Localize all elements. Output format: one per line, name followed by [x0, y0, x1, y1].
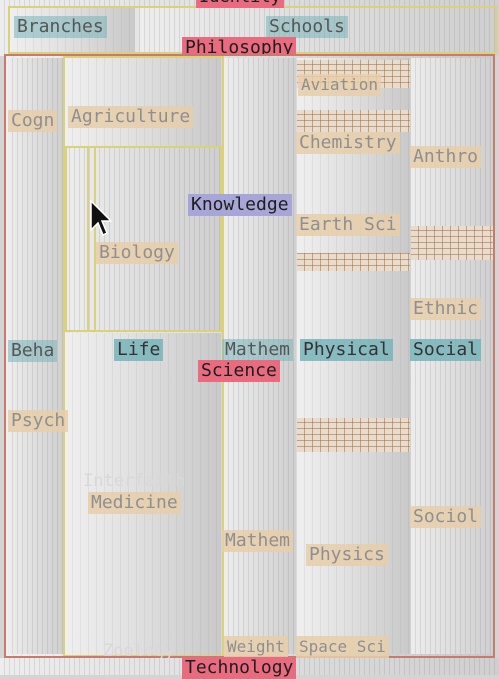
sociology-label[interactable]: Sociol	[410, 506, 482, 528]
philosophy-label[interactable]: Philosophy	[182, 37, 297, 59]
space-brick	[297, 418, 410, 452]
mathematics-label-bottom[interactable]: Mathem	[222, 530, 294, 552]
weights-label[interactable]: Weight	[224, 636, 288, 658]
anthropology-label[interactable]: Anthro	[410, 146, 482, 168]
biology-label[interactable]: Biology	[96, 242, 178, 264]
chemistry-label[interactable]: Chemistry	[296, 132, 400, 154]
space-science-label[interactable]: Space Sci	[296, 636, 389, 658]
medicine-label[interactable]: Medicine	[88, 492, 181, 514]
cognitive-label[interactable]: Cogn	[8, 110, 58, 132]
zoology-label[interactable]: Zoology	[103, 641, 175, 661]
mouse-cursor-icon	[90, 199, 114, 240]
agriculture-block[interactable]	[65, 58, 221, 146]
ethnic-label[interactable]: Ethnic	[410, 298, 482, 320]
agriculture-label[interactable]: Agriculture	[68, 106, 194, 128]
aviation-label[interactable]: Aviation	[298, 74, 382, 96]
behavioral-label[interactable]: Beha	[8, 340, 58, 362]
earth-science-label[interactable]: Earth Sci	[296, 214, 400, 236]
biology-block[interactable]	[65, 147, 221, 331]
physics-label[interactable]: Physics	[306, 544, 388, 566]
biology-sub-frame	[87, 146, 96, 332]
chemistry-brick	[297, 110, 410, 132]
biology-frame	[65, 146, 222, 332]
branches-label[interactable]: Branches	[14, 16, 107, 38]
life-label[interactable]: Life	[114, 339, 164, 361]
technology-label[interactable]: Technology	[182, 657, 297, 679]
knowledge-label[interactable]: Knowledge	[188, 194, 292, 216]
physical-label[interactable]: Physical	[300, 339, 393, 361]
science-label[interactable]: Science	[198, 360, 280, 382]
social-label[interactable]: Social	[410, 339, 482, 361]
schools-label[interactable]: Schools	[266, 16, 348, 38]
interfaith-ghost: Interfaith	[83, 471, 186, 491]
identity-label[interactable]: Identity	[196, 0, 284, 8]
psychology-label[interactable]: Psych	[8, 410, 69, 432]
earth-brick	[297, 253, 410, 271]
social-brick	[411, 226, 493, 260]
mathematics-label-top[interactable]: Mathem	[222, 339, 294, 361]
